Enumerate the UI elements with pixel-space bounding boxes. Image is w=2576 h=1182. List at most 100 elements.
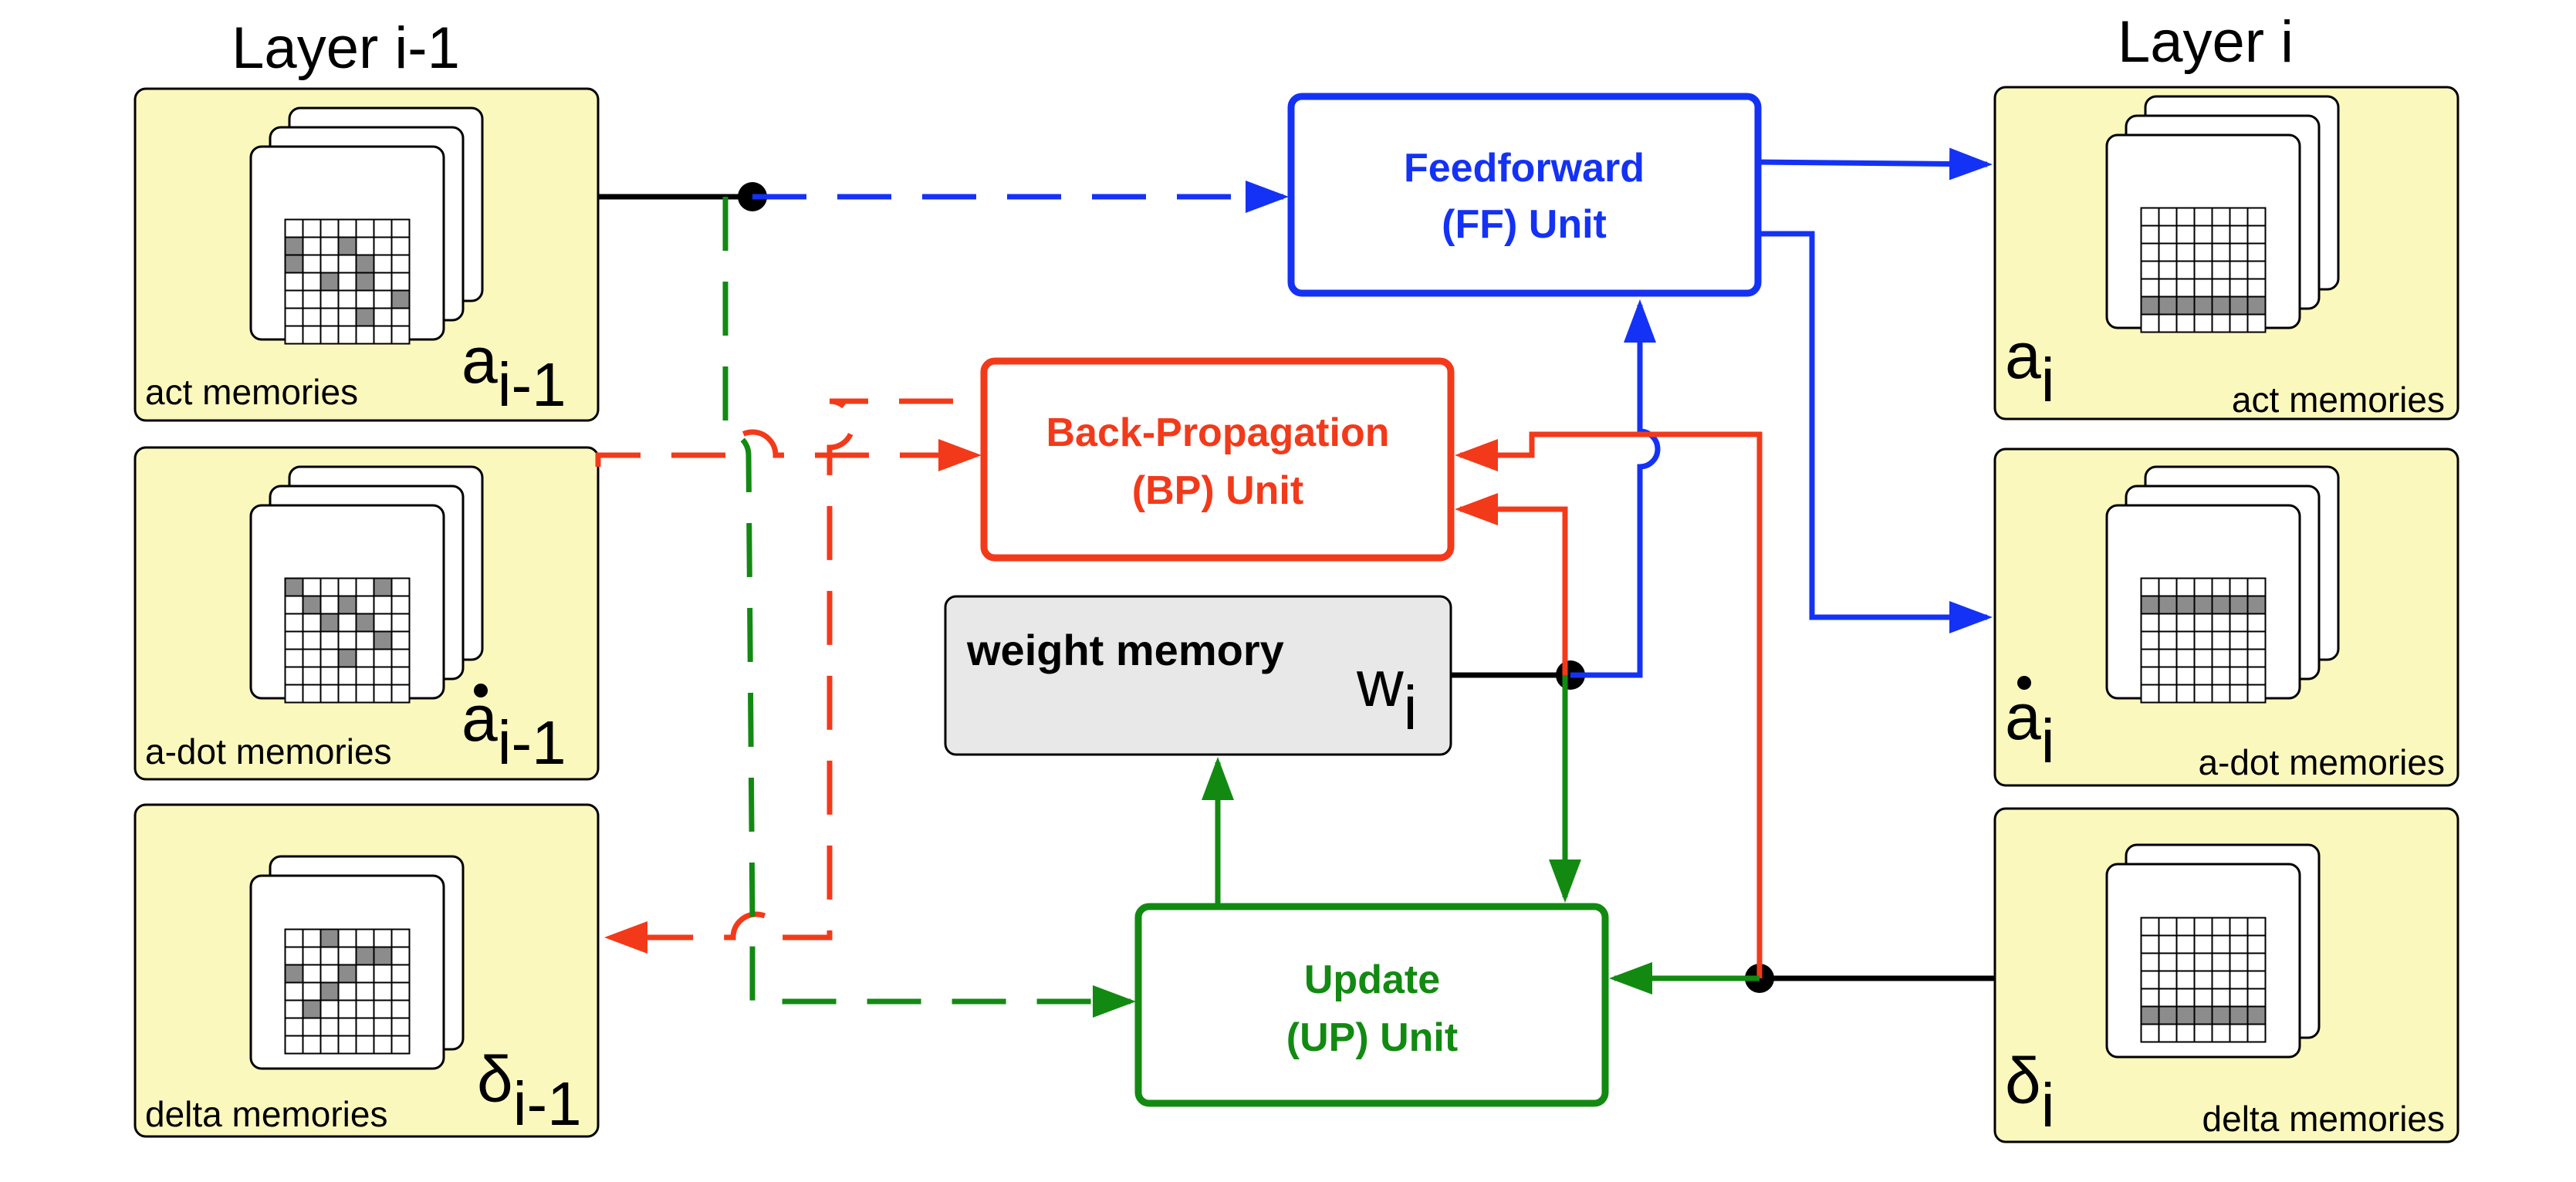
memory-grid-cell <box>284 595 304 615</box>
memory-grid-cell <box>2229 613 2249 633</box>
memory-grid-cell <box>2140 684 2160 704</box>
backprop-unit: Back-Propagation (BP) Unit <box>980 357 1455 562</box>
black-wires <box>598 194 1995 981</box>
right-act-memory-label: act memories <box>2232 380 2445 420</box>
memory-grid-cell <box>2140 595 2160 615</box>
memory-grid-cell <box>2158 207 2178 227</box>
memory-grid-cell <box>284 1035 304 1055</box>
memory-grid-cell <box>284 218 304 238</box>
red-connections <box>595 398 1763 978</box>
memory-grid-cell <box>284 254 304 274</box>
memory-grid-cell <box>2229 577 2249 597</box>
memory-grid-cell <box>2246 225 2267 245</box>
memory-grid-cell <box>2140 952 2160 972</box>
memory-grid-cell <box>2193 278 2213 298</box>
memory-grid-cell <box>2211 970 2231 990</box>
memory-grid-cell <box>284 946 304 966</box>
memory-grid-cell <box>2175 207 2196 227</box>
memory-grid-cell <box>2158 577 2178 597</box>
memory-grid-cell <box>390 964 411 984</box>
memory-grid-cell <box>284 577 304 597</box>
left-adot-memory-label: a-dot memories <box>145 731 392 772</box>
left-act-memory-stack <box>249 106 484 345</box>
memory-grid-cell <box>390 595 411 615</box>
memory-grid-cell <box>373 272 393 292</box>
memory-grid-cell <box>2229 313 2249 333</box>
weight-memory-box: weight memory wi <box>944 595 1452 756</box>
memory-grid-cell <box>355 325 375 345</box>
memory-grid-cell <box>319 666 340 686</box>
ff-unit-line1: Feedforward <box>1404 146 1645 191</box>
memory-grid-cell <box>284 666 304 686</box>
memory-grid-cell <box>355 928 375 948</box>
left-delta-memory-stack <box>249 855 465 1070</box>
memory-grid-cell <box>373 1017 393 1037</box>
memory-grid-cell <box>2140 1005 2160 1025</box>
memory-grid-cell <box>337 307 357 327</box>
memory-grid-cell <box>2193 225 2213 245</box>
memory-grid-cell <box>2246 648 2267 668</box>
memory-grid-cell <box>2193 207 2213 227</box>
memory-grid-cell <box>2140 577 2160 597</box>
memory-grid-cell <box>390 613 411 633</box>
memory-grid-cell <box>2211 613 2231 633</box>
memory-grid-cell <box>2229 630 2249 650</box>
memory-grid-cell <box>373 325 393 345</box>
memory-grid-cell <box>337 964 357 984</box>
memory-grid-cell <box>2175 313 2196 333</box>
memory-grid-cell <box>284 307 304 327</box>
memory-grid-cell <box>302 1035 322 1055</box>
memory-grid-cell <box>337 595 357 615</box>
memory-grid-cell <box>302 613 322 633</box>
right-delta-memory-box: δi delta memories <box>1993 807 2459 1143</box>
memory-grid-cell <box>2246 242 2267 262</box>
memory-grid-cell <box>2229 917 2249 937</box>
weight-memory-symbol: wi <box>1356 647 1417 742</box>
memory-grid-cell <box>284 289 304 309</box>
memory-grid-cell <box>302 254 322 274</box>
memory-grid-cell <box>373 999 393 1019</box>
memory-grid-cell <box>355 684 375 704</box>
memory-grid-cell <box>2175 648 2196 668</box>
memory-grid-cell <box>2211 684 2231 704</box>
memory-grid-cell <box>2229 684 2249 704</box>
memory-grid-cell <box>2211 988 2231 1008</box>
memory-grid-cell <box>373 236 393 256</box>
memory-grid-cell <box>284 272 304 292</box>
memory-grid-cell <box>302 272 322 292</box>
memory-grid-cell <box>2246 577 2267 597</box>
memory-grid-cell <box>390 254 411 274</box>
memory-grid-cell <box>2211 577 2231 597</box>
memory-grid-cell <box>2140 630 2160 650</box>
memory-grid-cell <box>2193 648 2213 668</box>
memory-grid-cell <box>2175 988 2196 1008</box>
memory-grid-cell <box>319 272 340 292</box>
memory-grid-cell <box>355 964 375 984</box>
right-adot-memory-stack <box>2105 465 2340 704</box>
memory-grid-cell <box>2158 278 2178 298</box>
memory-grid-cell <box>2140 648 2160 668</box>
blue-connections <box>752 147 1993 678</box>
memory-grid-cell <box>2193 952 2213 972</box>
arrow-delta-to-bp <box>1455 431 1763 978</box>
memory-grid-cell <box>2140 296 2160 316</box>
arrow-act-to-up <box>722 197 1136 1018</box>
memory-grid-cell <box>2193 630 2213 650</box>
memory-grid-cell <box>2158 242 2178 262</box>
left-act-memory-symbol: ai-1 <box>461 324 566 419</box>
memory-grid-cell <box>284 964 304 984</box>
memory-grid-cell <box>337 218 357 238</box>
memory-grid-cell <box>319 981 340 1001</box>
memory-grid-cell <box>355 946 375 966</box>
memory-grid-cell <box>390 1035 411 1055</box>
green-connections <box>722 197 1760 1018</box>
memory-grid-cell <box>2211 648 2231 668</box>
memory-grid-cell <box>2229 278 2249 298</box>
memory-grid-cell <box>2211 313 2231 333</box>
memory-grid-cell <box>390 648 411 668</box>
memory-grid-cell <box>337 613 357 633</box>
memory-grid-cell <box>2140 917 2160 937</box>
memory-grid-cell <box>2246 952 2267 972</box>
memory-grid-cell <box>302 1017 322 1037</box>
